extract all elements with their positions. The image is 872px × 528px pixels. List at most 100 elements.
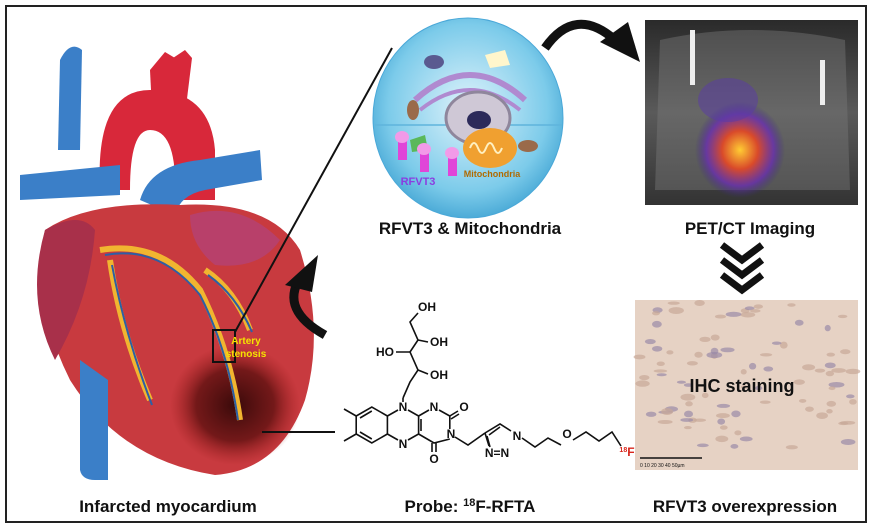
stenosis-label-line2: stenosis [226, 349, 267, 360]
stained-cell [656, 373, 667, 377]
ihc-cells [633, 300, 861, 450]
pet-uptake [695, 102, 785, 198]
atom-ether-o: O [562, 427, 571, 441]
stained-cell [831, 368, 846, 373]
stained-cell [837, 314, 848, 319]
stained-cell [716, 413, 730, 419]
atom-o4: O [429, 452, 438, 466]
stained-cell [826, 409, 833, 414]
atom-triazole-n1: N [513, 429, 522, 443]
stained-cell [755, 385, 763, 391]
mitochondria-shape [463, 128, 517, 168]
atom-ho: HO [376, 345, 394, 359]
stained-cell [661, 408, 674, 416]
stained-cell [710, 334, 720, 341]
pyrazine-ring [387, 398, 420, 441]
atom-fluorine-18: 18F [619, 445, 634, 459]
stained-cell [680, 393, 696, 401]
rfvt3-label: RFVT3 [401, 176, 436, 188]
stained-cell [845, 368, 861, 375]
coronary-vessels [104, 252, 253, 421]
inferior-vena-cava [80, 360, 108, 480]
stained-cell [685, 401, 693, 407]
stenosis-box [212, 329, 236, 363]
transporter-head [395, 131, 409, 143]
fluorine-symbol: F [627, 445, 634, 459]
stained-cell [668, 307, 684, 314]
stained-cell [653, 369, 668, 373]
stained-cell [771, 341, 782, 345]
probe-isotope: 18 [463, 497, 475, 509]
scale-bar-label: 0 10 20 30 40 50µm [640, 463, 685, 469]
stained-cell [716, 403, 731, 408]
stained-cell [805, 406, 814, 412]
golgi-er [418, 88, 522, 112]
stained-cell [846, 394, 855, 399]
stained-cell [683, 410, 694, 418]
transporter-head [417, 143, 431, 155]
stained-cell [666, 350, 674, 355]
stained-cell [694, 351, 703, 358]
atom-n1: N [430, 400, 439, 414]
benzene-ring [355, 406, 389, 444]
stained-cell [794, 319, 804, 326]
zoom-line-to-cell [234, 47, 393, 333]
down-chevrons [719, 242, 765, 295]
outer-frame [5, 5, 867, 523]
stained-cell [849, 398, 857, 405]
stained-cell [694, 300, 705, 306]
ct-bone [820, 60, 825, 105]
stained-cell [798, 398, 807, 403]
stained-cell [824, 362, 836, 369]
stained-cell [696, 443, 709, 448]
arrowhead [285, 255, 318, 292]
pet-ct-label: PET/CT Imaging [685, 219, 815, 238]
right-atrium [37, 220, 95, 360]
organelle [485, 50, 510, 68]
transporter [448, 154, 457, 176]
stained-cell [667, 301, 680, 305]
stained-cell [701, 392, 709, 399]
pulmonary-artery [140, 150, 262, 215]
probe-label: Probe: 18F-RFTA [405, 497, 536, 516]
transporter [420, 150, 429, 172]
stained-cell [725, 311, 742, 317]
stained-cell [739, 436, 753, 442]
stained-cell [828, 381, 845, 388]
stained-cell [826, 400, 837, 407]
nucleolus [467, 111, 491, 129]
stained-cell [714, 314, 727, 319]
stained-cell [802, 364, 816, 371]
stained-cell [759, 400, 771, 404]
transporter [398, 138, 407, 160]
pulmonary-vein [20, 165, 120, 200]
atom-oh: OH [430, 335, 448, 349]
arrowhead [600, 22, 640, 62]
stained-cell [656, 361, 665, 367]
atom-n3: N [447, 427, 456, 441]
carbonyl-4 [431, 443, 437, 452]
curved-arrow-to-pet [541, 19, 640, 62]
stained-cell [734, 430, 742, 436]
stained-cell [720, 347, 735, 353]
stained-cell [816, 412, 828, 419]
stained-cell [779, 341, 788, 349]
organelle [518, 140, 538, 152]
infarcted-myocardium-label: Infarcted myocardium [79, 497, 257, 516]
stained-cell [730, 444, 739, 449]
ihc-staining-label: IHC staining [689, 376, 794, 396]
stained-cell [759, 353, 773, 357]
pyrimidine-ring [418, 409, 451, 444]
organelle [407, 100, 419, 120]
stained-cell [753, 304, 763, 309]
organelle [424, 55, 444, 69]
peg-linker [521, 430, 622, 448]
stained-cell [740, 369, 747, 375]
stained-cell [719, 425, 728, 430]
stained-cell [706, 351, 723, 359]
stained-cell [676, 380, 687, 384]
stained-cell [740, 312, 756, 318]
stained-cell [644, 338, 656, 345]
stained-cell [652, 320, 662, 328]
